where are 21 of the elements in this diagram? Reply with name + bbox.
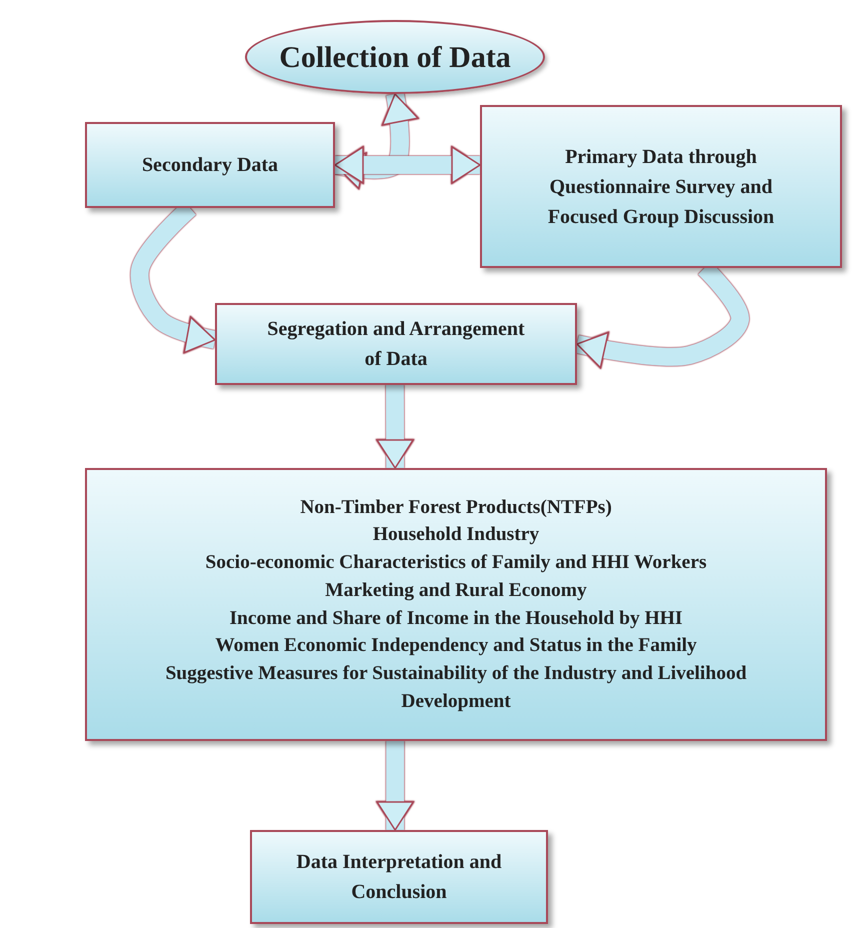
node-text: Primary Data through Questionnaire Survey and Focused Group Discussion (546, 144, 776, 230)
process-box (250, 830, 548, 924)
node-text: Socio-economic Characteristics of Family and HHI Workers (205, 551, 707, 576)
node-text: Non-Timber Forest Products(NTFPs) (300, 496, 612, 520)
node-text: Marketing and Rural Economy (325, 578, 587, 603)
process-box (480, 105, 842, 268)
node-text: Secondary Data (142, 153, 278, 178)
node-text: Segregation and Arrangement of Data (266, 317, 526, 372)
block-arrow (333, 92, 418, 189)
block-arrow (376, 741, 414, 831)
node-text: Suggestive Measures for Sustainability of the Industry and Livelihood Development (164, 662, 748, 714)
node-text: Data Interpretation and Conclusion (295, 850, 503, 905)
block-arrow (376, 384, 414, 469)
block-arrow (334, 146, 481, 184)
process-box (85, 122, 335, 208)
process-box (85, 468, 827, 741)
process-box (215, 303, 577, 385)
title-text: Collection of Data (279, 40, 511, 76)
node-text: Income and Share of Income in the Household by HHI (229, 606, 683, 630)
node-text: Women Economic Independency and Status in the Family (215, 634, 697, 658)
node-text: Household Industry (372, 523, 540, 548)
